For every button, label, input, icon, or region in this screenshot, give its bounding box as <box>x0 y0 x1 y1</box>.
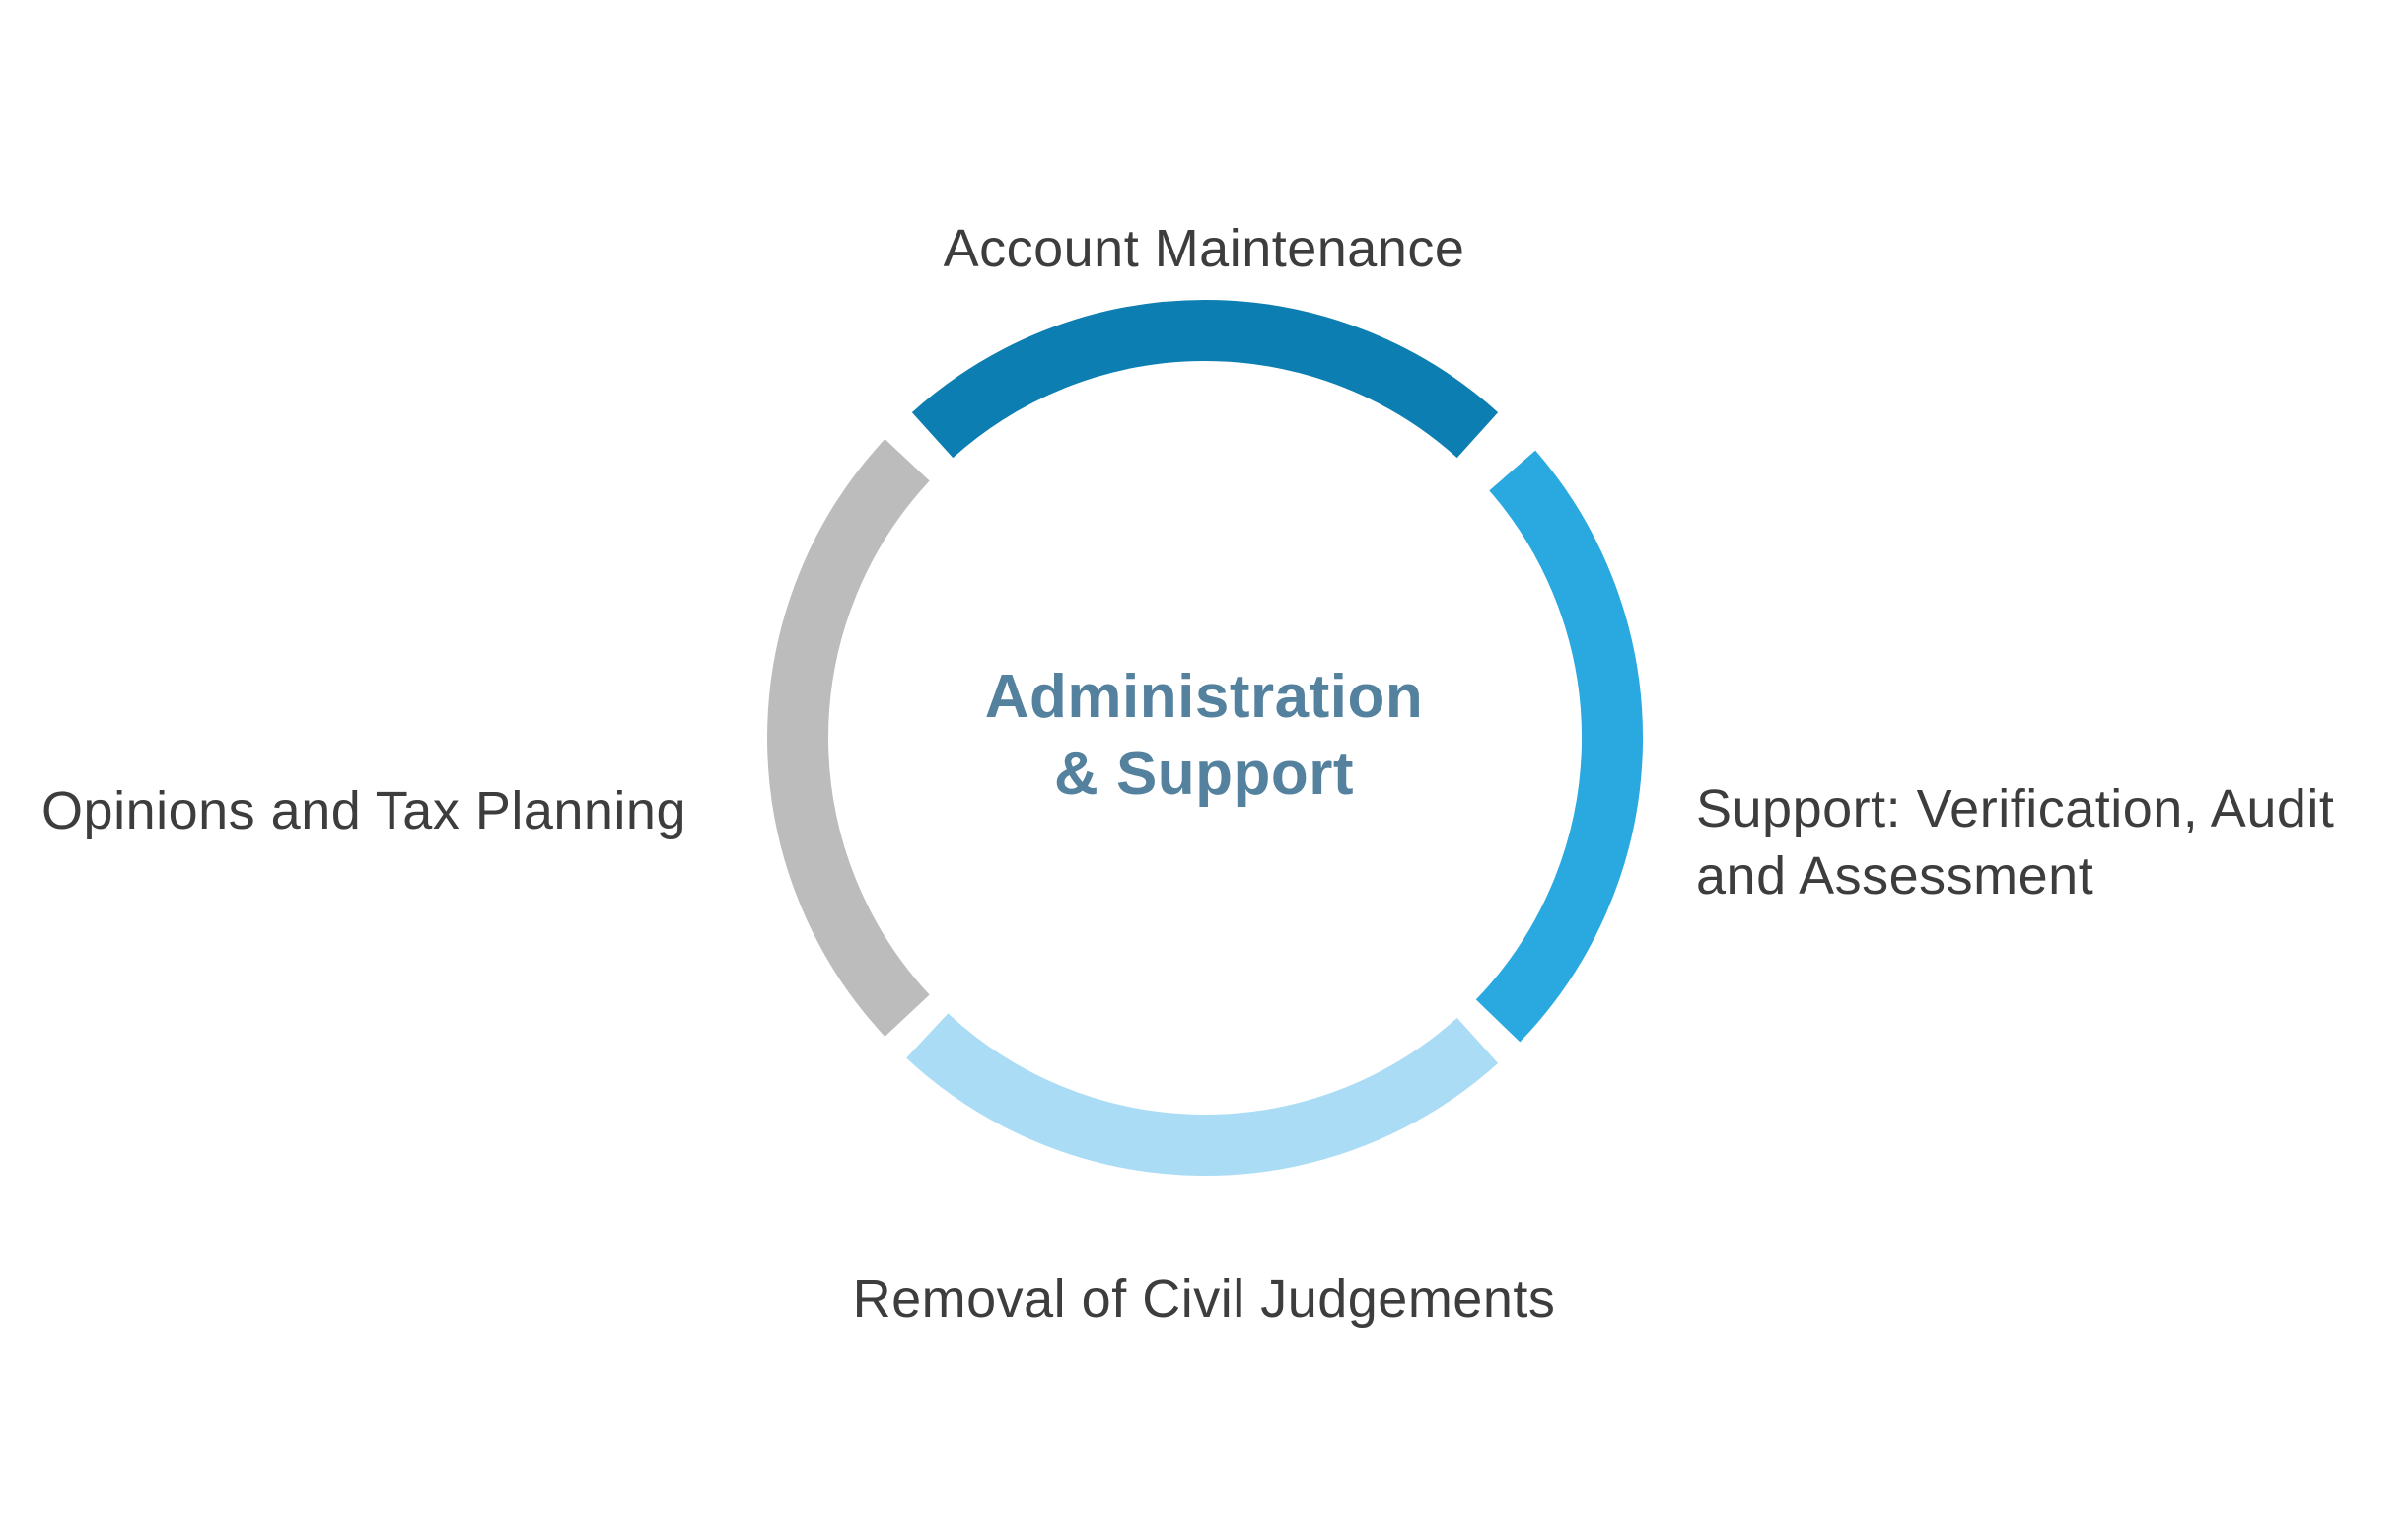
ring-center-title: Administration & Support <box>0 659 2408 813</box>
segment-label-support-verification-audit-and-assessment: Support: Verification, Audit and Assessm… <box>1696 775 2334 909</box>
segment-label-support-line-1: Support: Verification, Audit <box>1696 779 2335 838</box>
ring-center-title-line-2: & Support <box>1053 740 1355 809</box>
ring-segment-account-maintenance <box>911 299 1499 459</box>
ring-segment-opinions-and-tax-planning <box>767 439 930 1037</box>
segment-label-opinions-and-tax-planning: Opinions and Tax Planning <box>41 781 686 840</box>
segment-label-support-line-2: and Assessment <box>1696 846 2094 906</box>
ring-segment-support-verification-audit-and-assessment <box>1475 450 1644 1043</box>
segment-label-removal-of-civil-judgements: Removal of Civil Judgements <box>852 1269 1556 1329</box>
ring-segment-removal-of-civil-judgements <box>906 1013 1499 1176</box>
segment-label-account-maintenance: Account Maintenance <box>943 219 1465 278</box>
ring-center-title-line-1: Administration <box>984 663 1424 731</box>
